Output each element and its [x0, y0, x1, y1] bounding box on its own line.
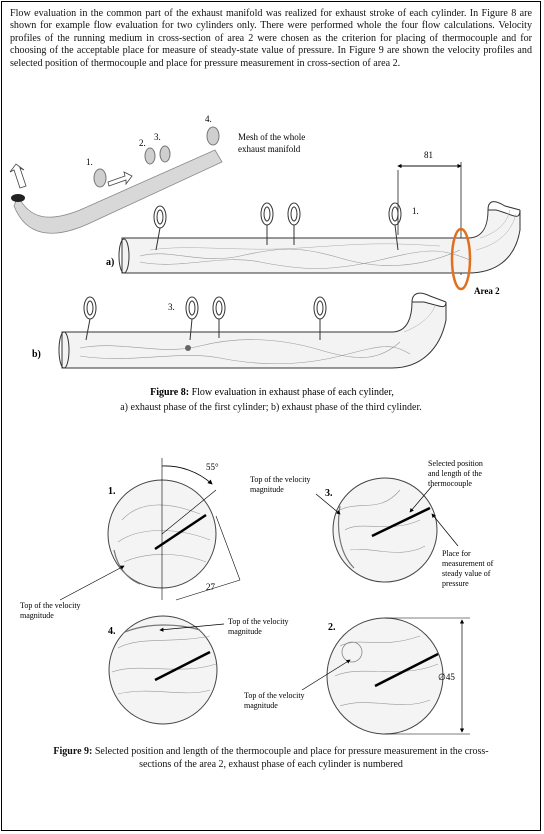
figure-9-caption-line2: sections of the area 2, exhaust phase of… — [139, 758, 403, 770]
place-line3: steady value of — [442, 569, 491, 578]
top-label-3-line1: Top of the velocity — [250, 475, 311, 484]
place-line4: pressure — [442, 579, 469, 588]
figure-9: 1. 55° 27 Top of the velocity magnitude … — [20, 458, 494, 735]
label-b: b) — [32, 349, 41, 360]
mesh-manifold-sketch — [9, 126, 223, 234]
top-label-2-line2: magnitude — [244, 701, 278, 710]
mesh-label-line1: Mesh of the whole — [238, 132, 305, 142]
valves-a — [153, 202, 402, 251]
label-a: a) — [106, 257, 114, 268]
cyl-2-label: 2. — [139, 138, 146, 148]
pipe-b — [58, 292, 447, 369]
area-2-marker — [450, 227, 472, 291]
section-3 — [332, 477, 438, 583]
cyl-4-label: 4. — [205, 114, 212, 124]
top-label-1-line1: Top of the velocity — [20, 601, 81, 610]
figure-9-caption-line1: Selected position and length of the ther… — [92, 746, 489, 757]
top-label-3-line2: magnitude — [250, 485, 284, 494]
figure-9-caption-label: Figure 9: — [53, 746, 93, 757]
valves-b — [83, 296, 327, 341]
section-4-number: 4. — [108, 626, 116, 637]
section-4 — [108, 615, 218, 725]
mesh-label-line2: exhaust manifold — [238, 144, 301, 154]
section-2 — [326, 617, 470, 735]
place-line1: Place for — [442, 549, 471, 558]
figure-8: 1. 2. 3. 4. Mesh of the whole exhaust ma… — [9, 114, 521, 398]
cyl-1-label: 1. — [86, 157, 93, 167]
label-1-a: 1. — [412, 206, 419, 216]
angle-55: 55° — [206, 462, 219, 472]
selected-line2: and length of the — [428, 469, 482, 478]
figure-8-caption-line2: a) exhaust phase of the first cylinder; … — [120, 402, 422, 413]
section-1-number: 1. — [108, 486, 116, 497]
top-label-4-line2: magnitude — [228, 627, 262, 636]
label-3-b: 3. — [168, 302, 175, 312]
section-1 — [107, 458, 241, 601]
dimension-81: 81 — [424, 150, 433, 160]
top-label-1-line2: magnitude — [20, 611, 54, 620]
pipe-a — [118, 201, 521, 274]
area-2-label: Area 2 — [474, 286, 500, 296]
section-3-number: 3. — [325, 488, 333, 499]
top-label-4-line1: Top of the velocity — [228, 617, 289, 626]
dimension-27: 27 — [206, 582, 216, 592]
intro-paragraph: Flow evaluation in the common part of th… — [10, 8, 532, 69]
place-line2: measurement of — [442, 559, 494, 568]
dimension-45: ∅45 — [438, 672, 455, 682]
top-label-2-line1: Top of the velocity — [244, 691, 305, 700]
selected-line1: Selected position — [428, 459, 483, 468]
selected-line3: thermocouple — [428, 479, 472, 488]
figure-8-caption-line1: Figure 8: Flow evaluation in exhaust pha… — [150, 387, 394, 398]
section-2-number: 2. — [328, 622, 336, 633]
cyl-3-label: 3. — [154, 132, 161, 142]
figure-9-caption: Figure 9: Selected position and length o… — [10, 746, 532, 771]
